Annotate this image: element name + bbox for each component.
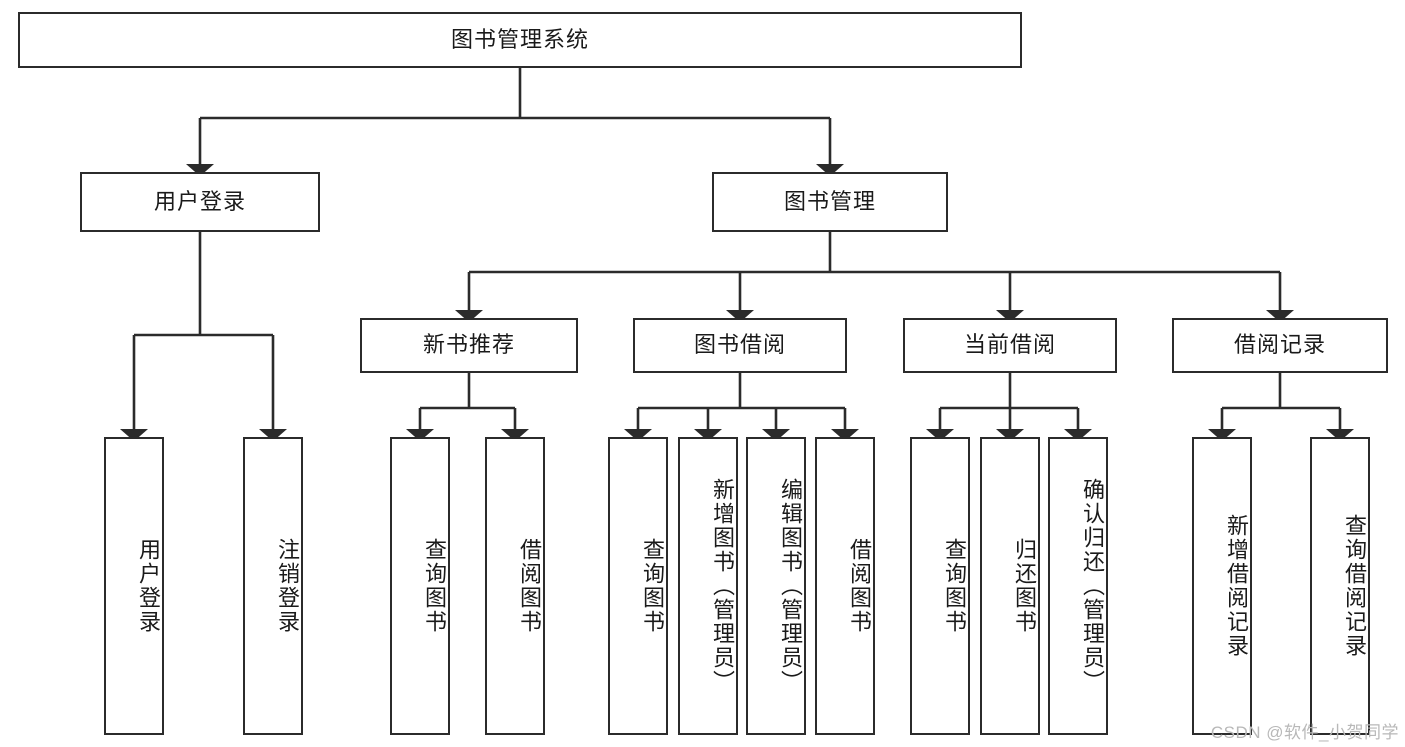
node-label: 查询图书 <box>422 538 447 634</box>
node-label: 注销登录 <box>275 538 300 634</box>
node-label: 借阅图书 <box>517 538 542 634</box>
node-label: 用户登录 <box>136 538 161 634</box>
node-leaf-borrow-book-1[interactable]: 借阅图书 <box>485 437 545 735</box>
node-leaf-query-book-1[interactable]: 查询图书 <box>390 437 450 735</box>
node-book-management[interactable]: 图书管理 <box>712 172 948 232</box>
node-current-borrow[interactable]: 当前借阅 <box>903 318 1117 373</box>
node-label: 借阅记录 <box>1233 332 1326 358</box>
node-label: 图书借阅 <box>693 332 786 358</box>
node-label: 查询图书 <box>640 538 665 634</box>
node-label: 查询借阅记录 <box>1342 514 1367 658</box>
node-leaf-query-book-2[interactable]: 查询图书 <box>608 437 668 735</box>
node-user-login[interactable]: 用户登录 <box>80 172 320 232</box>
node-label: 归还图书 <box>1012 538 1037 634</box>
node-root[interactable]: 图书管理系统 <box>18 12 1022 68</box>
node-label: 当前借阅 <box>963 332 1056 358</box>
node-leaf-user-login[interactable]: 用户登录 <box>104 437 164 735</box>
node-label: 用户登录 <box>153 188 246 214</box>
node-label: 编辑图书（管理员） <box>778 478 803 694</box>
node-borrow-record[interactable]: 借阅记录 <box>1172 318 1388 373</box>
node-leaf-add-borrow-record[interactable]: 新增借阅记录 <box>1192 437 1252 735</box>
node-leaf-borrow-book-2[interactable]: 借阅图书 <box>815 437 875 735</box>
node-label: 查询图书 <box>942 538 967 634</box>
node-leaf-edit-book[interactable]: 编辑图书（管理员） <box>746 437 806 735</box>
node-leaf-add-book[interactable]: 新增图书（管理员） <box>678 437 738 735</box>
node-label: 新书推荐 <box>422 332 515 358</box>
node-label: 新增借阅记录 <box>1224 514 1249 658</box>
node-label: 图书管理系统 <box>450 26 589 52</box>
node-leaf-confirm-return[interactable]: 确认归还（管理员） <box>1048 437 1108 735</box>
node-label: 借阅图书 <box>847 538 872 634</box>
node-label: 新增图书（管理员） <box>710 478 735 694</box>
node-new-book-recommend[interactable]: 新书推荐 <box>360 318 578 373</box>
node-leaf-return-book[interactable]: 归还图书 <box>980 437 1040 735</box>
node-book-borrow[interactable]: 图书借阅 <box>633 318 847 373</box>
node-leaf-user-logout[interactable]: 注销登录 <box>243 437 303 735</box>
node-leaf-query-borrow-record[interactable]: 查询借阅记录 <box>1310 437 1370 735</box>
node-label: 确认归还（管理员） <box>1080 478 1105 694</box>
node-leaf-query-book-3[interactable]: 查询图书 <box>910 437 970 735</box>
node-label: 图书管理 <box>783 188 876 214</box>
